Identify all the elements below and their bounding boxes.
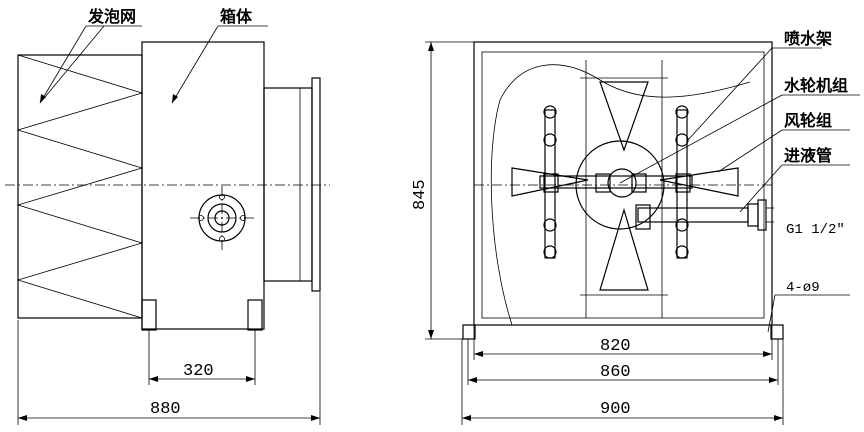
dim-front-outer-width: 900	[600, 400, 631, 419]
dim-side-foot-span: 320	[183, 362, 214, 381]
label-inlet-pipe: 进液管	[784, 146, 832, 165]
label-spray-rack: 喷水架	[784, 29, 832, 48]
outlet-flange	[311, 77, 321, 292]
label-foam-net: 发泡网	[87, 7, 136, 26]
side-foot-left	[141, 299, 157, 331]
front-frame-outer	[473, 41, 773, 326]
dim-side-total-length: 880	[150, 400, 181, 419]
label-turbine-group: 水轮机组	[784, 76, 848, 95]
fan-wheel	[511, 81, 739, 291]
dim-front-inner-width: 820	[600, 337, 631, 356]
outlet-duct	[263, 87, 313, 282]
dim-front-height: 845	[411, 179, 430, 210]
front-guide-curve	[490, 64, 751, 326]
inlet-pipe	[635, 199, 774, 231]
front-view: 喷水架 水轮机组 风轮组 进液管 G1 1/2" 4-ø9 845 820 86…	[411, 29, 860, 425]
dim-front-mid-width: 860	[600, 363, 631, 382]
side-pipe-flange	[190, 186, 256, 250]
front-foot-left	[462, 324, 476, 340]
spray-rack	[539, 105, 693, 259]
box-body	[141, 41, 265, 330]
front-foot-right	[770, 324, 784, 340]
label-fan-wheel-group: 风轮组	[784, 111, 832, 130]
label-holes: 4-ø9	[786, 280, 820, 296]
foam-net-zigzag	[16, 54, 144, 319]
label-pipe-thread: G1 1/2"	[786, 222, 845, 238]
side-foot-right	[247, 299, 263, 331]
label-box: 箱体	[220, 7, 253, 26]
side-view: 发泡网 箱体 320 880	[5, 7, 330, 425]
